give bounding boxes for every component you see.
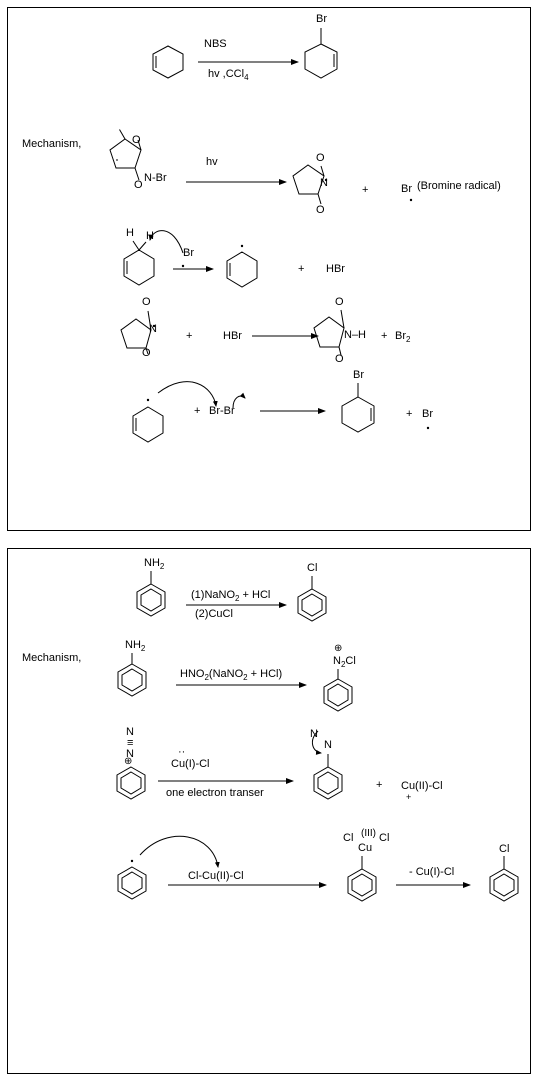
reagent-nbs: NBS xyxy=(204,38,227,50)
br-br: Br-Br xyxy=(209,405,235,417)
cl-cu-ii-cl: Cl-Cu(II)-Cl xyxy=(188,870,244,882)
reagent-hno2: HNO2(NaNO2 + HCl) xyxy=(180,668,283,683)
atom-n: N xyxy=(126,748,134,760)
atom-cu: Cu xyxy=(358,842,373,854)
bond-cleavage-arrow xyxy=(232,392,246,409)
succinimidyl-radical-2 xyxy=(120,310,152,355)
chlorobenzene xyxy=(297,576,327,622)
product-br: Br xyxy=(316,13,327,25)
succinimidyl-radical xyxy=(292,164,325,205)
hbr: HBr xyxy=(223,330,242,342)
hv-label: hv xyxy=(206,156,218,168)
radical-dot xyxy=(146,398,150,402)
mechanism-label: Mechanism, xyxy=(22,138,82,150)
plus-sign: + xyxy=(381,330,388,342)
atom-cl: Cl xyxy=(343,832,354,844)
allylic-radical-2 xyxy=(132,406,164,443)
succinimide xyxy=(313,309,345,356)
atom-n: N xyxy=(320,177,328,189)
br-radical: Br xyxy=(183,247,194,259)
plus-sign: + xyxy=(406,408,413,420)
atom-o: O xyxy=(134,179,143,191)
oxidation-state: (III) xyxy=(361,828,376,839)
atom-h: H xyxy=(146,230,154,242)
atom-o: O xyxy=(316,204,325,216)
atom-n: N xyxy=(324,739,332,751)
plus-sign: + xyxy=(362,184,369,196)
allylic-radical xyxy=(226,251,258,288)
electron-arrow xyxy=(311,730,322,755)
aniline xyxy=(136,571,166,617)
h-abstraction-arrow xyxy=(148,230,184,254)
plus-sign: + xyxy=(298,263,305,275)
atom-cl: Cl xyxy=(307,562,318,574)
atom-o: O xyxy=(142,347,151,359)
atom-o: O xyxy=(142,296,151,308)
positive-charge: ⊕ xyxy=(334,643,343,654)
radical-dot xyxy=(130,859,134,863)
nbs-molecule xyxy=(109,129,142,181)
bromine-radical-note: (Bromine radical) xyxy=(417,180,501,192)
nbs-scheme xyxy=(109,28,430,443)
plus-sign: + xyxy=(376,779,383,791)
triple-bond: ≡ xyxy=(127,737,134,749)
diazo-radical-benzene xyxy=(313,754,343,800)
reagent-cucl: (2)CuCl xyxy=(195,608,233,620)
radical-dot xyxy=(152,324,156,328)
radical-dot xyxy=(240,244,244,248)
lone-pair: ·· xyxy=(178,746,186,758)
cyclohexene xyxy=(152,45,184,79)
atom-cl: Cl xyxy=(499,843,510,855)
charge: + xyxy=(406,792,412,802)
atom-h: H xyxy=(126,227,134,239)
aryl-copper-iii xyxy=(347,856,377,902)
cyclohexene-h xyxy=(123,240,155,286)
diazonium-chloride xyxy=(323,669,353,712)
atom-o: O xyxy=(316,152,325,164)
atom-n: N xyxy=(310,728,318,740)
n2cl: N2Cl xyxy=(333,655,356,670)
radical-dot xyxy=(181,264,185,268)
atom-o: O xyxy=(132,134,141,146)
positive-charge: ⊕ xyxy=(124,756,133,767)
nbs-bromination-panel: NBS hv ,CCl4 Br Mechanism, O O N-Br hv O… xyxy=(7,7,531,531)
radical-dot xyxy=(324,178,328,182)
sandmeyer-scheme xyxy=(116,571,519,902)
phenyl-radical xyxy=(117,866,147,900)
br-radical: Br xyxy=(422,408,433,420)
atom-o: O xyxy=(335,353,344,365)
reagent-diazotization: (1)NaNO2 + HCl xyxy=(191,589,271,604)
cu-i-cl: Cu(I)-Cl xyxy=(171,758,210,770)
radical-dot xyxy=(426,426,430,430)
nh2: NH2 xyxy=(125,639,146,654)
radical-attack-arrow xyxy=(157,381,218,407)
nh2: NH2 xyxy=(144,557,165,572)
br-radical: Br xyxy=(401,183,412,195)
bromocyclohexene xyxy=(304,28,338,79)
n-br: N-Br xyxy=(144,172,167,184)
aniline-2 xyxy=(117,653,147,697)
atom-cl: Cl xyxy=(379,832,390,844)
mechanism-label: Mechanism, xyxy=(22,652,82,664)
cu-ii-cl: Cu(II)-Cl xyxy=(401,780,443,792)
atom-n: N xyxy=(149,323,157,335)
atom-o: O xyxy=(335,296,344,308)
elimination-label: - Cu(I)-Cl xyxy=(409,866,455,878)
hbr: HBr xyxy=(326,263,345,275)
sandmeyer-panel: NH2 (1)NaNO2 + HCl (2)CuCl Cl Mechanism,… xyxy=(7,548,531,1074)
atom-n: N xyxy=(126,726,134,738)
reagent-conditions: hv ,CCl4 xyxy=(208,68,249,83)
product-br: Br xyxy=(353,369,364,381)
plus-sign: + xyxy=(186,330,193,342)
radical-dot xyxy=(409,198,413,202)
chlorobenzene-2 xyxy=(489,856,519,902)
bromocyclohexene-2 xyxy=(341,383,375,433)
diazonium xyxy=(116,766,146,800)
electron-transfer-label: one electron transer xyxy=(166,787,264,799)
plus-sign: + xyxy=(194,405,201,417)
n-h: N–H xyxy=(344,329,367,341)
br2: Br2 xyxy=(395,330,411,345)
radical-attack-arrow xyxy=(139,835,220,868)
